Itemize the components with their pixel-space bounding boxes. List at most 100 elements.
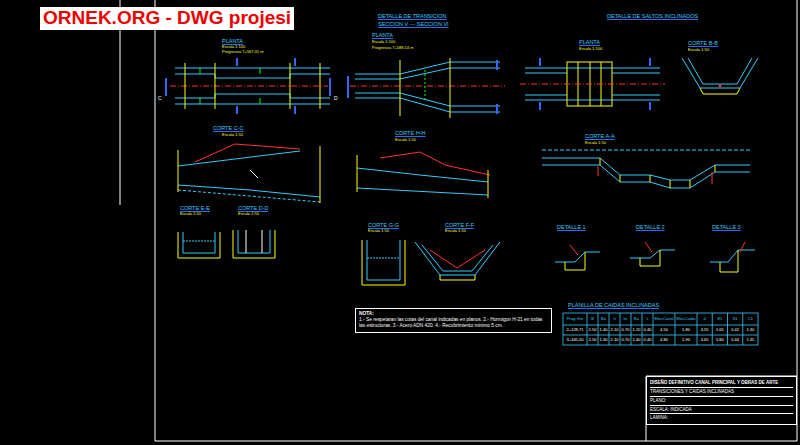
drawing-line — [520, 84, 665, 85]
table-cell: 2.50 — [589, 328, 597, 332]
drawing-line — [542, 165, 750, 188]
drawing-line — [183, 232, 215, 253]
drawing-label: CORTE G-G — [368, 222, 399, 228]
drawing-line — [200, 68, 260, 104]
drawing-line — [430, 250, 485, 268]
table-cell: h — [613, 317, 615, 321]
drawing-label: Escala 1:50 — [180, 212, 201, 216]
drawing-label: PLANTA — [222, 38, 243, 44]
drawing-line — [440, 275, 475, 280]
section-e-e — [178, 232, 220, 258]
drawing-line — [587, 313, 743, 345]
table-cell: 4.80 — [660, 338, 668, 342]
section-c-c — [178, 144, 320, 203]
box-text: LAMINA: — [650, 414, 793, 422]
drawing-line — [720, 250, 738, 272]
drawing-line — [355, 62, 500, 112]
table-cell: 0.70 — [622, 328, 630, 332]
drawing-line — [233, 230, 275, 258]
drawing-line — [719, 85, 722, 88]
drawing-label: Escala 1:50 — [585, 141, 606, 145]
table-cell: 1.30 — [746, 328, 754, 332]
table-cell: Elev.Canal — [654, 317, 673, 321]
section-f-f — [415, 242, 500, 280]
table-cell: L — [646, 317, 648, 321]
drawing-label: Escala 1:50 — [238, 212, 259, 216]
drawing-line — [600, 158, 715, 188]
drawing-label: Escala 1:100 — [222, 45, 245, 49]
drawing-label: Escala 1:50 — [688, 48, 709, 52]
drawing-line — [380, 152, 490, 175]
drawing-label: CORTE D-D — [238, 205, 268, 211]
table-cell: Prog. Km — [567, 317, 584, 321]
drawing-line — [542, 158, 750, 180]
table-cell: 0.40 — [644, 338, 652, 342]
drawing-line — [350, 86, 505, 87]
drawing-line — [348, 60, 497, 114]
drawing-line — [563, 335, 758, 336]
drawing-line — [688, 58, 752, 84]
drawing-label: DETALLE DE SALTOS INCLINADOS — [607, 13, 698, 19]
table-cell: 4.65 — [701, 338, 709, 342]
table-cell: 0.42 — [731, 328, 739, 332]
table-cell: 0.40 — [644, 328, 652, 332]
drawing-line — [555, 252, 600, 262]
drawing-line — [155, 0, 797, 441]
drawing-line — [645, 242, 652, 252]
drawing-line — [250, 170, 258, 178]
drawing-line — [246, 230, 262, 253]
table-cell: 5.80 — [716, 338, 724, 342]
table-cell: 2.10 — [611, 338, 619, 342]
title-block: DISEÑO DEFINITIVO CANAL PRINCIPAL Y OBRA… — [646, 376, 797, 425]
box-text: PLANO: — [650, 397, 793, 406]
drawing-label: DETALLE DE TRANSICION — [378, 13, 447, 19]
table-cell: S1 — [733, 317, 738, 321]
table-cell: E1 — [717, 317, 722, 321]
table-cell: 1.40 — [600, 338, 608, 342]
drawing-label: DETALLE 3 — [712, 224, 741, 230]
table-cell: 1.40 — [600, 328, 608, 332]
drawing-label: PLANTA — [372, 32, 393, 38]
drawing-label: Escala 1:50 — [368, 229, 389, 233]
drawing-label: Escala 1:100 — [579, 47, 602, 51]
drawing-line — [195, 144, 300, 162]
drawing-label: Escala 1:50 — [222, 133, 243, 137]
drawing-line — [183, 241, 215, 242]
table-cell: C1 — [748, 317, 753, 321]
section-h-h — [357, 152, 490, 198]
drawing-label: C — [158, 96, 162, 102]
drawing-line — [542, 150, 750, 151]
box-text: TRANSICIONES Y CAIDAS INCLINADAS — [650, 388, 793, 397]
schedule-grid — [563, 313, 758, 345]
table-cell: d — [704, 317, 706, 321]
drawing-line — [400, 58, 450, 118]
drawing-line — [166, 58, 330, 114]
drawing-label: CORTE B-B — [688, 40, 718, 46]
table-cell: 4.50 — [660, 328, 668, 332]
drawing-line — [415, 242, 500, 275]
drawing-line — [682, 58, 758, 88]
table-cell: 0.44 — [731, 338, 739, 342]
drawing-line — [630, 250, 675, 258]
drawing-line — [740, 242, 745, 252]
plan-one — [166, 58, 330, 114]
drawing-line — [357, 155, 488, 198]
table-cell: 3+445,00 — [567, 338, 584, 342]
drawing-label: Progresiva 7+588,14 m — [372, 46, 413, 50]
section-a-a — [542, 150, 750, 188]
plan-drop — [520, 58, 665, 110]
drawing-line — [178, 146, 320, 203]
table-cell: 1.35 — [746, 338, 754, 342]
drawing-line — [565, 252, 585, 270]
box-heading: NOTA: — [359, 311, 548, 317]
box-text: ESCALA: INDICADA — [650, 406, 793, 415]
table-cell: Ea — [634, 317, 639, 321]
notes-box: NOTA:1.- Se respetaran las cotas del can… — [355, 308, 552, 333]
drawing-label: Progresiva 7+567,31 m — [222, 50, 263, 54]
table-cell: 1.80 — [682, 328, 690, 332]
box-heading: DISEÑO DEFINITIVO CANAL PRINCIPAL Y OBRA… — [650, 379, 793, 388]
drawing-line — [598, 166, 712, 184]
table-cell: 2.50 — [589, 338, 597, 342]
drawing-line — [178, 185, 320, 197]
